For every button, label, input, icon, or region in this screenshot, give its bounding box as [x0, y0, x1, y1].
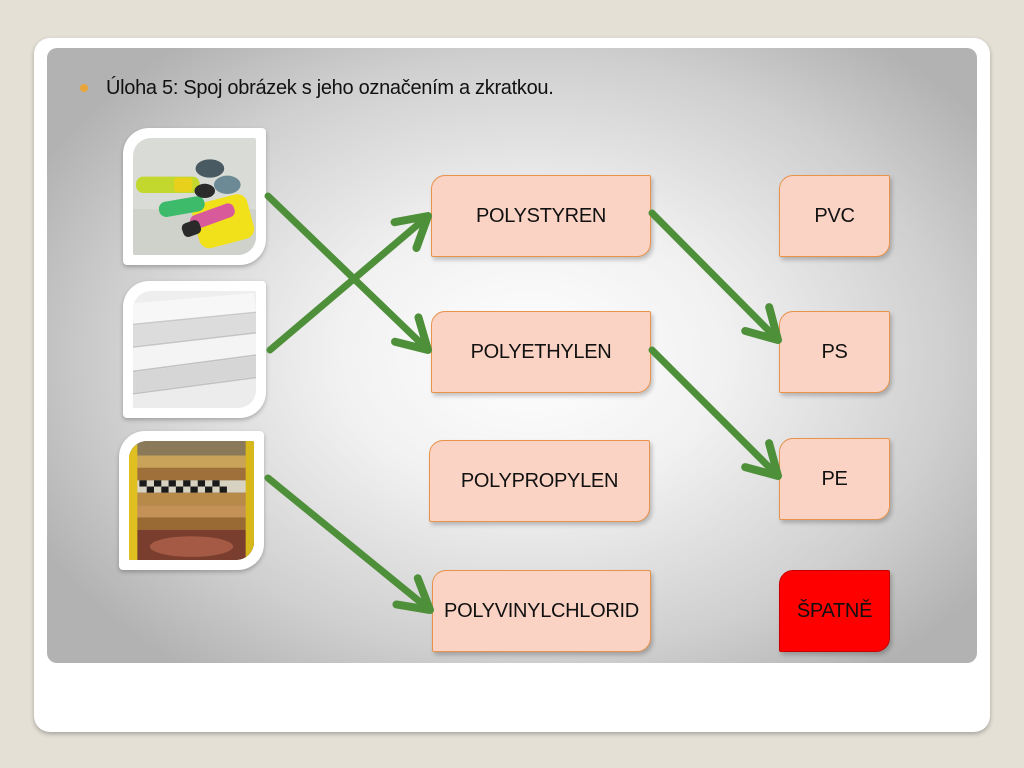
name-box-polyvinylchlorid[interactable]: POLYVINYLCHLORID	[432, 570, 651, 652]
name-label: POLYSTYREN	[476, 204, 606, 227]
bullet-icon	[80, 84, 88, 92]
arrow-polyethylen-to-pe	[648, 346, 782, 480]
picture-polystyrene-sheets[interactable]	[123, 281, 266, 418]
arrow-picture-2-to-polystyren	[266, 212, 432, 354]
arrow-picture-1-to-polyethylen	[264, 192, 432, 354]
abbr-box-pvc[interactable]: PVC	[779, 175, 890, 257]
name-label: POLYETHYLEN	[470, 340, 612, 363]
abbr-box-ps[interactable]: PS	[779, 311, 890, 393]
abbr-label: PVC	[814, 204, 855, 227]
task-text: Úloha 5: Spoj obrázek s jeho označením a…	[106, 76, 554, 99]
arrow-picture-3-to-polyvinylchlorid	[264, 474, 434, 614]
floor-rolls-image	[129, 441, 254, 560]
abbr-label: PS	[821, 340, 848, 363]
picture-floor-rolls[interactable]	[119, 431, 264, 570]
name-box-polystyren[interactable]: POLYSTYREN	[431, 175, 651, 257]
result-badge-wrong[interactable]: ŠPATNĚ	[779, 570, 890, 652]
name-label: POLYVINYLCHLORID	[444, 599, 639, 622]
name-label: POLYPROPYLEN	[460, 469, 619, 492]
polystyrene-sheets-image	[133, 291, 256, 408]
task-instruction: Úloha 5: Spoj obrázek s jeho označením a…	[78, 73, 554, 103]
result-label: ŠPATNĚ	[796, 599, 873, 622]
picture-bags[interactable]	[123, 128, 266, 265]
bags-image	[133, 138, 256, 255]
name-box-polypropylen[interactable]: POLYPROPYLEN	[429, 440, 650, 522]
abbr-label: PE	[821, 467, 848, 490]
arrow-polystyren-to-ps	[648, 209, 782, 344]
abbr-box-pe[interactable]: PE	[779, 438, 890, 520]
